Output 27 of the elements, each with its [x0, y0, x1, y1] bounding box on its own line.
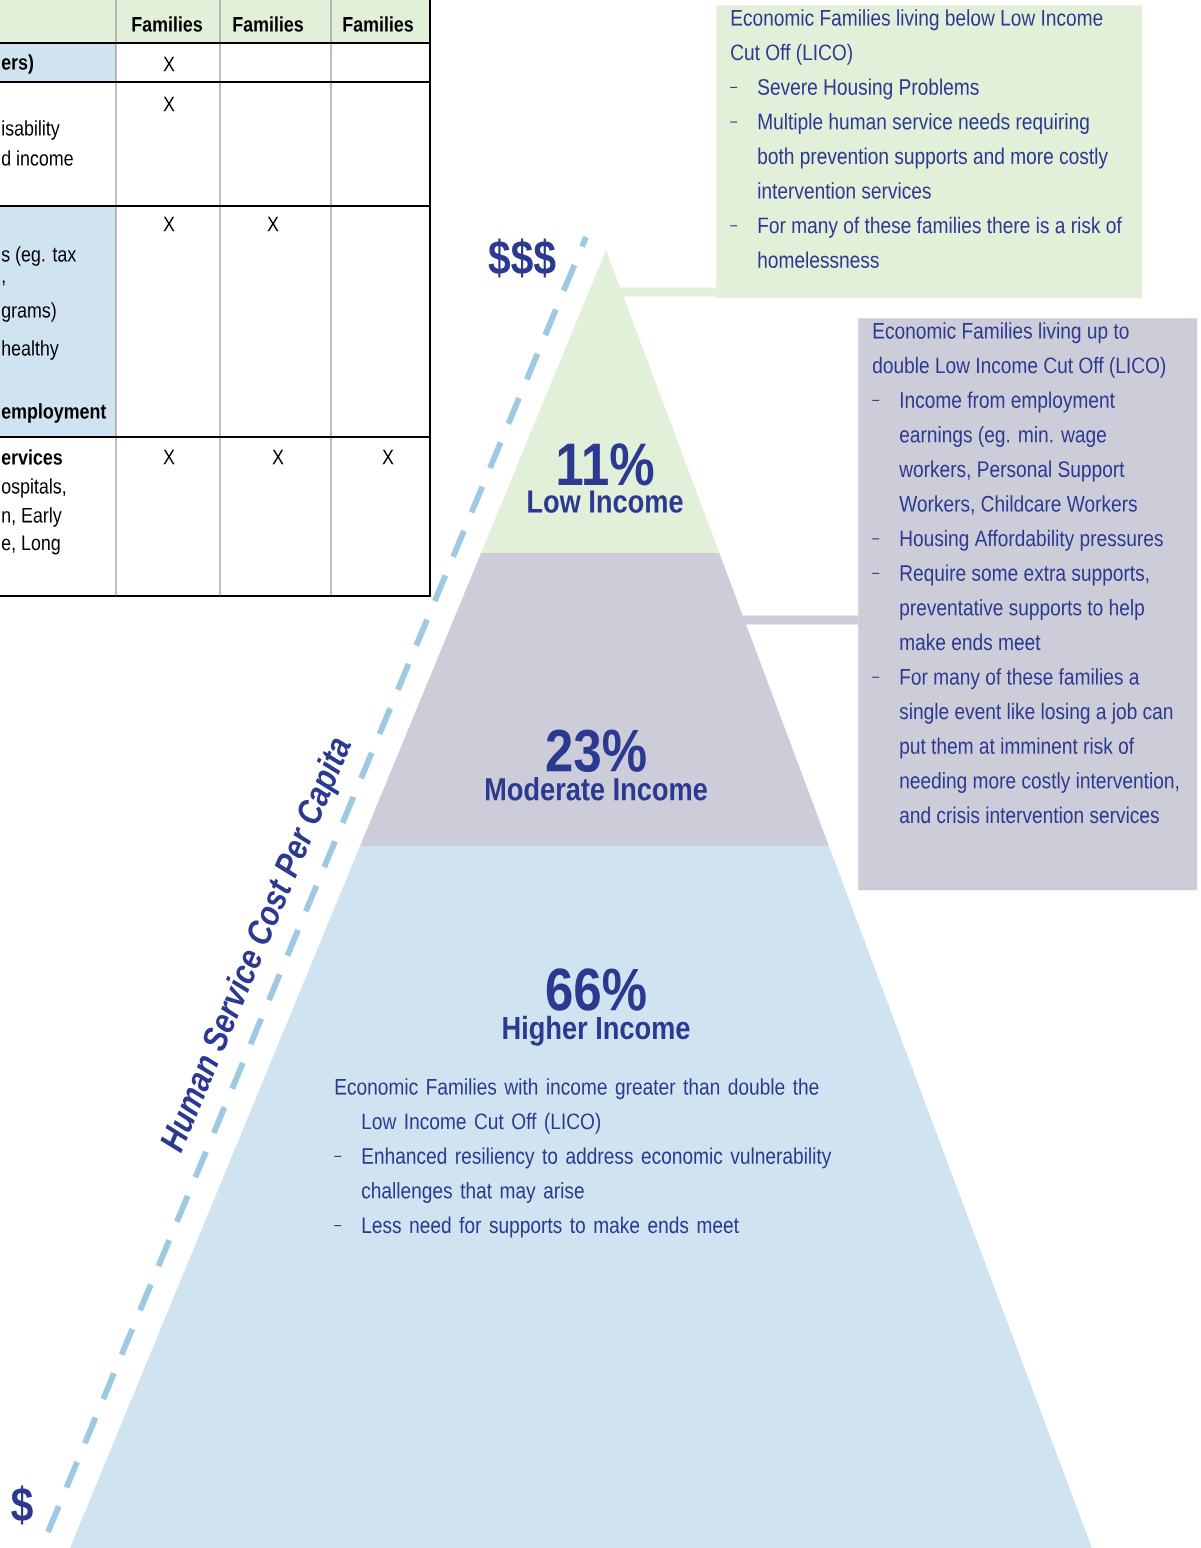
label: ospitals,: [1, 478, 66, 498]
label: ervices: [1, 449, 62, 465]
connector-bar: [742, 615, 858, 625]
table-cell: X: [115, 81, 221, 207]
label: e, Long: [1, 535, 60, 555]
label: ,: [2, 280, 5, 286]
label: healthy: [2, 340, 59, 360]
label: employment: [1, 403, 107, 423]
table-cell: X: [330, 436, 431, 598]
table-cell: isability d income: [0, 81, 117, 207]
table-header-cell: Families: [115, 0, 221, 44]
callout-box: Economic Families living below Low Income Cut Off (LICO) Severe Housing Problems Multiple human service needs requiring both prevention supports and more costly intervention services For many of these families there is a risk of homelessness: [716, 5, 1143, 299]
table-cell: X: [115, 42, 221, 83]
table-cell: X: [115, 205, 221, 438]
connector-bar: [619, 287, 716, 297]
table-cell: X: [115, 436, 221, 597]
table-cell: X: [219, 436, 332, 597]
callout-box: Economic Families living up to double Low Income Cut Off (LICO) Income from employment earnings (eg. min. wage workers, Personal Support Workers, Childcare Workers Housing Affordability pressures Require some extra supports, preventative supports to help make ends meet For many of these families a single event like losing a job can put them at imminent risk of needing more costly intervention, and crisis intervention services: [858, 318, 1198, 891]
label: n, Early: [2, 507, 62, 527]
pyramid-band: 23% Moderate Income: [360, 553, 829, 846]
table-cell: ervices ospitals, n, Early e, Long: [0, 436, 117, 597]
table-cell: X: [219, 205, 332, 438]
table-header-cell: Families: [219, 0, 332, 44]
table-cell: ers): [0, 42, 117, 83]
label: grams): [1, 302, 56, 322]
table-header-cell: Families: [330, 0, 431, 45]
label: s (eg. tax: [1, 246, 77, 266]
